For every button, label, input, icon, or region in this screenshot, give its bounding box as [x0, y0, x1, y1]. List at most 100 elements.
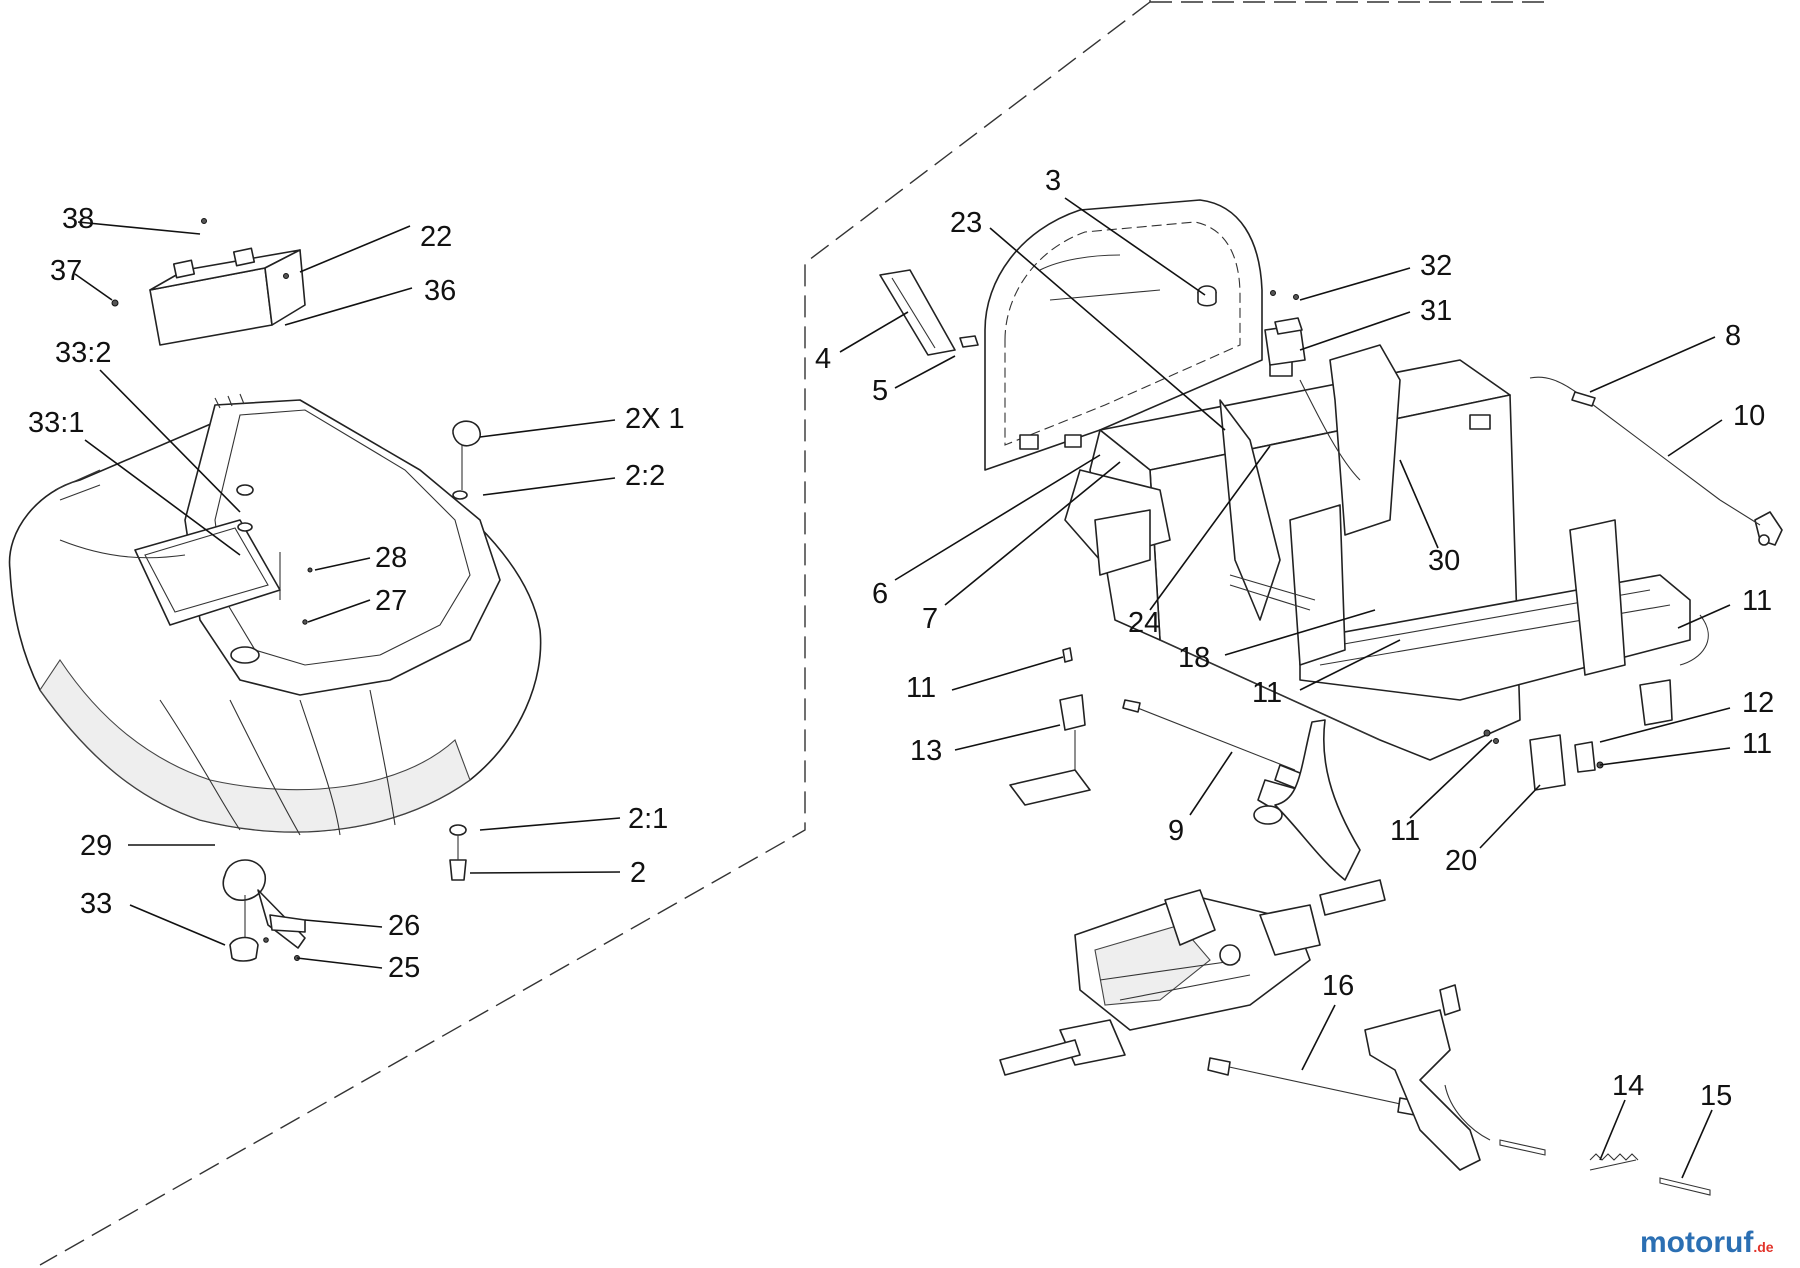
callout-label: 2:1 — [628, 803, 668, 835]
callout-leader — [1301, 1004, 1336, 1071]
callout-leader — [1599, 707, 1731, 743]
callout-label: 38 — [62, 203, 94, 235]
callout-label: 2X 1 — [625, 403, 685, 435]
shift-knob-assembly — [222, 859, 306, 962]
callout-label: 13 — [910, 735, 942, 767]
brake-rod — [1122, 699, 1361, 881]
callout-c33-1: 33:1 — [28, 407, 241, 556]
callout-label: 23 — [950, 207, 982, 239]
callout-c13: 13 — [910, 724, 1061, 767]
callout-c4: 4 — [815, 311, 909, 375]
callout-leader — [894, 355, 956, 389]
spring — [1589, 1153, 1639, 1171]
callout-leader — [1589, 336, 1716, 393]
callout-c23: 23 — [950, 207, 1226, 431]
callout-label: 4 — [815, 343, 831, 375]
callout-label: 15 — [1700, 1080, 1732, 1112]
callout-c15: 15 — [1681, 1080, 1732, 1179]
fuel-cap — [449, 420, 481, 881]
hood — [8, 393, 542, 836]
callout-c11c: 11 — [1252, 639, 1401, 709]
callout-leader — [839, 311, 909, 353]
callout-label: 2 — [630, 857, 646, 889]
callout-c18: 18 — [1178, 609, 1376, 674]
callout-label: 6 — [872, 578, 888, 610]
callout-c20: 20 — [1445, 784, 1541, 877]
callout-c11a: 11 — [1677, 585, 1772, 629]
callout-leader — [479, 817, 621, 831]
callout-c22: 22 — [299, 221, 452, 273]
callout-c7: 7 — [922, 461, 1121, 635]
callout-c29: 29 — [80, 830, 215, 862]
callout-c3: 3 — [1045, 165, 1206, 296]
callout-leader — [1599, 1099, 1626, 1161]
callout-c2-2: 2:2 — [482, 460, 665, 496]
callout-layer: 38 22 3 7 36 33:2 2X 1 33:1 2:2 28 27 2:1 29 23 32 6 2 5 3… — [28, 165, 1774, 1179]
callout-c16: 16 — [1301, 970, 1354, 1071]
callout-leader — [1681, 1109, 1713, 1179]
callout-c9: 9 — [1168, 751, 1233, 847]
callout-leader — [314, 557, 371, 571]
cotter-pins — [1499, 1139, 1711, 1196]
section-separator — [39, 1, 1550, 1266]
callout-c11e: 11 — [1390, 739, 1493, 847]
callout-label: 36 — [424, 275, 456, 307]
callout-leader — [1224, 609, 1376, 656]
callout-label: 16 — [1322, 970, 1354, 1002]
callout-leader — [99, 369, 241, 513]
callout-label: 10 — [1733, 400, 1765, 432]
callout-leader — [1189, 751, 1233, 816]
callout-c32: 32 — [1299, 250, 1452, 301]
callout-leader — [1299, 311, 1411, 351]
callout-label: 14 — [1612, 1070, 1644, 1102]
callout-label: 3 — [1045, 165, 1061, 197]
callout-label: 9 — [1168, 815, 1184, 847]
callout-label: 20 — [1445, 845, 1477, 877]
callout-label: 22 — [420, 221, 452, 253]
pedal-linkage — [1364, 984, 1491, 1171]
callout-c6: 6 — [872, 454, 1101, 610]
callout-label: 8 — [1725, 320, 1741, 352]
callout-c24: 24 — [1128, 445, 1271, 639]
callout-leader — [1599, 747, 1731, 766]
callout-c30: 30 — [1399, 459, 1460, 577]
watermark-logo: motoruf.de — [1640, 1226, 1774, 1259]
callout-leader — [129, 904, 226, 946]
callout-label: 11 — [1390, 815, 1420, 847]
callout-leader — [307, 599, 371, 623]
callout-c26: 26 — [304, 910, 420, 942]
callout-c14: 14 — [1599, 1070, 1644, 1161]
throttle-cable — [1529, 376, 1783, 546]
callout-c28: 28 — [314, 542, 407, 574]
callout-label: 28 — [375, 542, 407, 574]
callout-leader — [944, 461, 1121, 606]
callout-c27: 27 — [307, 585, 407, 623]
callout-leader — [951, 656, 1064, 691]
callout-leader — [989, 227, 1226, 431]
callout-c36: 36 — [284, 275, 456, 326]
callout-label: 5 — [872, 375, 888, 407]
callout-label: 31 — [1420, 295, 1452, 327]
callout-c2-1: 2:1 — [479, 803, 668, 835]
callout-label: 18 — [1178, 642, 1210, 674]
trim-strip — [879, 269, 979, 356]
callout-leader — [74, 273, 113, 301]
callout-label: 32 — [1420, 250, 1452, 282]
callout-label: 33:2 — [55, 337, 111, 369]
callout-c2: 2 — [469, 857, 646, 889]
callout-label: 11 — [1742, 585, 1772, 617]
callout-label: 30 — [1428, 545, 1460, 577]
callout-label: 26 — [388, 910, 420, 942]
callout-leader — [1399, 459, 1439, 549]
callout-c8: 8 — [1589, 320, 1741, 393]
callout-leader — [1677, 604, 1731, 629]
callout-leader — [1479, 784, 1541, 849]
callout-label: 11 — [1252, 677, 1282, 709]
callout-label: 24 — [1128, 607, 1160, 639]
callout-leader — [894, 454, 1101, 581]
callout-leader — [304, 919, 383, 928]
callout-c33: 33 — [80, 888, 226, 946]
callout-leader — [284, 287, 413, 326]
callout-c31: 31 — [1299, 295, 1452, 351]
